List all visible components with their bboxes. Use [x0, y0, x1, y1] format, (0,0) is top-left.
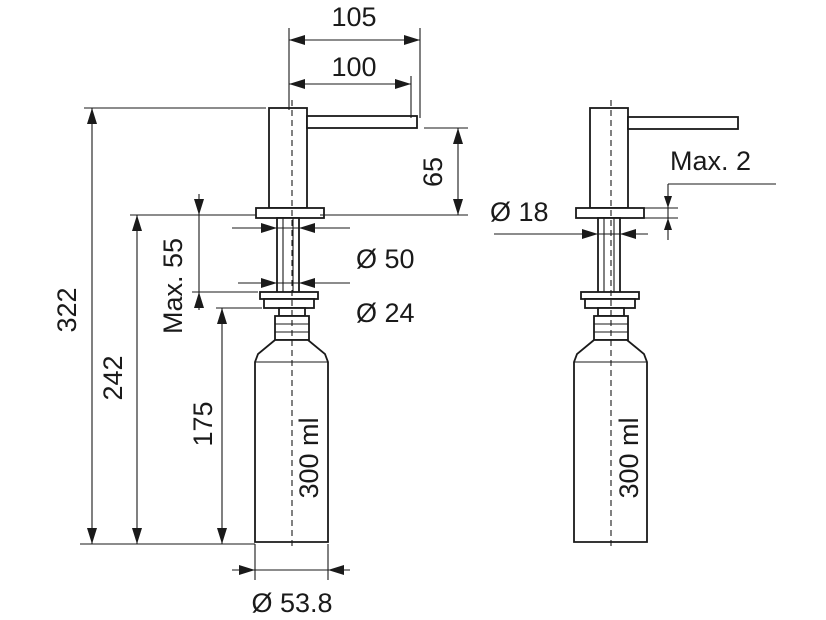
label-max-55: Max. 55: [158, 238, 188, 334]
spout: [627, 116, 739, 130]
dimension-65: 65: [320, 127, 468, 216]
dimension-max-2: Max. 2: [644, 146, 776, 240]
dimension-dia-50: Ø 50: [232, 223, 415, 274]
spout: [306, 115, 418, 129]
label-100: 100: [331, 52, 376, 82]
bottle-cap: [274, 315, 310, 341]
deck-flange: [255, 207, 325, 219]
label-volume-right: 300 ml: [614, 417, 644, 498]
label-dia-18: Ø 18: [490, 197, 549, 227]
dimension-dia-24: Ø 24: [238, 278, 415, 328]
dimension-max-55: Max. 55: [158, 194, 258, 334]
dimension-322: 322: [52, 107, 266, 545]
dimension-105: 105: [288, 2, 421, 118]
label-dia-24: Ø 24: [356, 298, 415, 328]
pump-head: [268, 107, 308, 209]
threaded-shank: [597, 217, 621, 297]
dimension-dia-18: Ø 18: [490, 197, 648, 239]
label-dia-53-8: Ø 53.8: [251, 588, 332, 618]
dimension-dia-53-8: Ø 53.8: [232, 544, 350, 618]
dimension-100: 100: [289, 52, 412, 118]
fixing-nut: [263, 298, 315, 309]
threaded-shank: [276, 217, 300, 297]
fixing-nut: [584, 298, 636, 309]
bottle-cap: [593, 315, 629, 341]
dimension-175: 175: [188, 307, 262, 544]
washer: [580, 291, 640, 300]
pump-head: [589, 107, 629, 209]
washer: [259, 291, 319, 300]
left-dispenser-view: [254, 100, 418, 550]
dimension-242: 242: [98, 214, 256, 544]
label-65: 65: [418, 157, 448, 187]
right-dispenser-view: [573, 100, 739, 550]
label-volume-left: 300 ml: [294, 417, 324, 498]
label-105: 105: [331, 2, 376, 32]
label-242: 242: [98, 355, 128, 400]
label-dia-50: Ø 50: [356, 244, 415, 274]
deck-flange: [575, 207, 645, 219]
label-175: 175: [188, 401, 218, 446]
label-max-2: Max. 2: [670, 146, 751, 176]
label-322: 322: [52, 287, 82, 332]
